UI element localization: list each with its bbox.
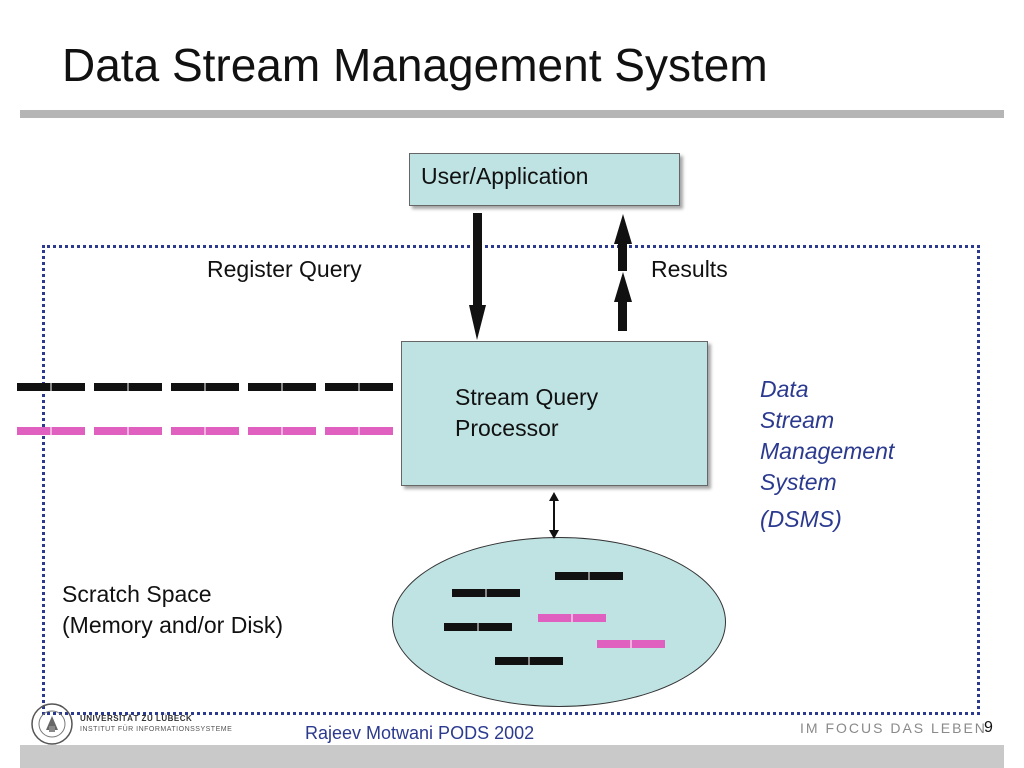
dsms-abbreviation: (DSMS) [760, 506, 842, 532]
register-query-label: Register Query [207, 256, 362, 282]
user-application-box: User/Application [409, 153, 680, 206]
dsms-line-4: System [760, 469, 837, 495]
footer-bar [20, 745, 1004, 768]
stream-query-processor-label: Stream Query Processor [455, 382, 598, 444]
incoming-stream-dark [17, 383, 393, 391]
dsms-boundary [42, 245, 980, 715]
title-divider [20, 110, 1004, 118]
dsms-line-3: Management [760, 438, 895, 464]
results-arrow-lower [614, 272, 632, 331]
dsms-line-2: Stream [760, 407, 835, 433]
scratch-tuples [444, 572, 665, 665]
institute-name: INSTITUT FÜR INFORMATIONSSYSTEME [80, 726, 233, 733]
processor-line-2: Processor [455, 415, 559, 441]
results-label: Results [651, 256, 728, 282]
processor-line-1: Stream Query [455, 384, 599, 410]
dsms-label: Data Stream Management System (DSMS) [760, 374, 894, 535]
dsms-line-1: Data [760, 376, 809, 402]
register-query-arrow [469, 213, 486, 340]
footer-tagline: IM FOCUS DAS LEBEN [800, 720, 987, 736]
stream-query-processor-box: Stream Query Processor [401, 341, 708, 486]
slide-title: Data Stream Management System [62, 39, 768, 91]
footer-author: Rajeev Motwani PODS 2002 [305, 723, 535, 743]
scratch-line-2: (Memory and/or Disk) [62, 612, 284, 638]
processor-scratch-double-arrow [549, 492, 559, 539]
results-arrow-upper [614, 214, 632, 271]
user-application-label: User/Application [421, 163, 589, 189]
university-name: UNIVERSITÄT ZU LÜBECK [80, 714, 193, 723]
scratch-space-label: Scratch Space (Memory and/or Disk) [62, 579, 283, 641]
page-number: 9 [984, 719, 993, 736]
scratch-line-1: Scratch Space [62, 581, 212, 607]
incoming-stream-pink [17, 427, 393, 435]
university-seal-logo [31, 703, 73, 745]
